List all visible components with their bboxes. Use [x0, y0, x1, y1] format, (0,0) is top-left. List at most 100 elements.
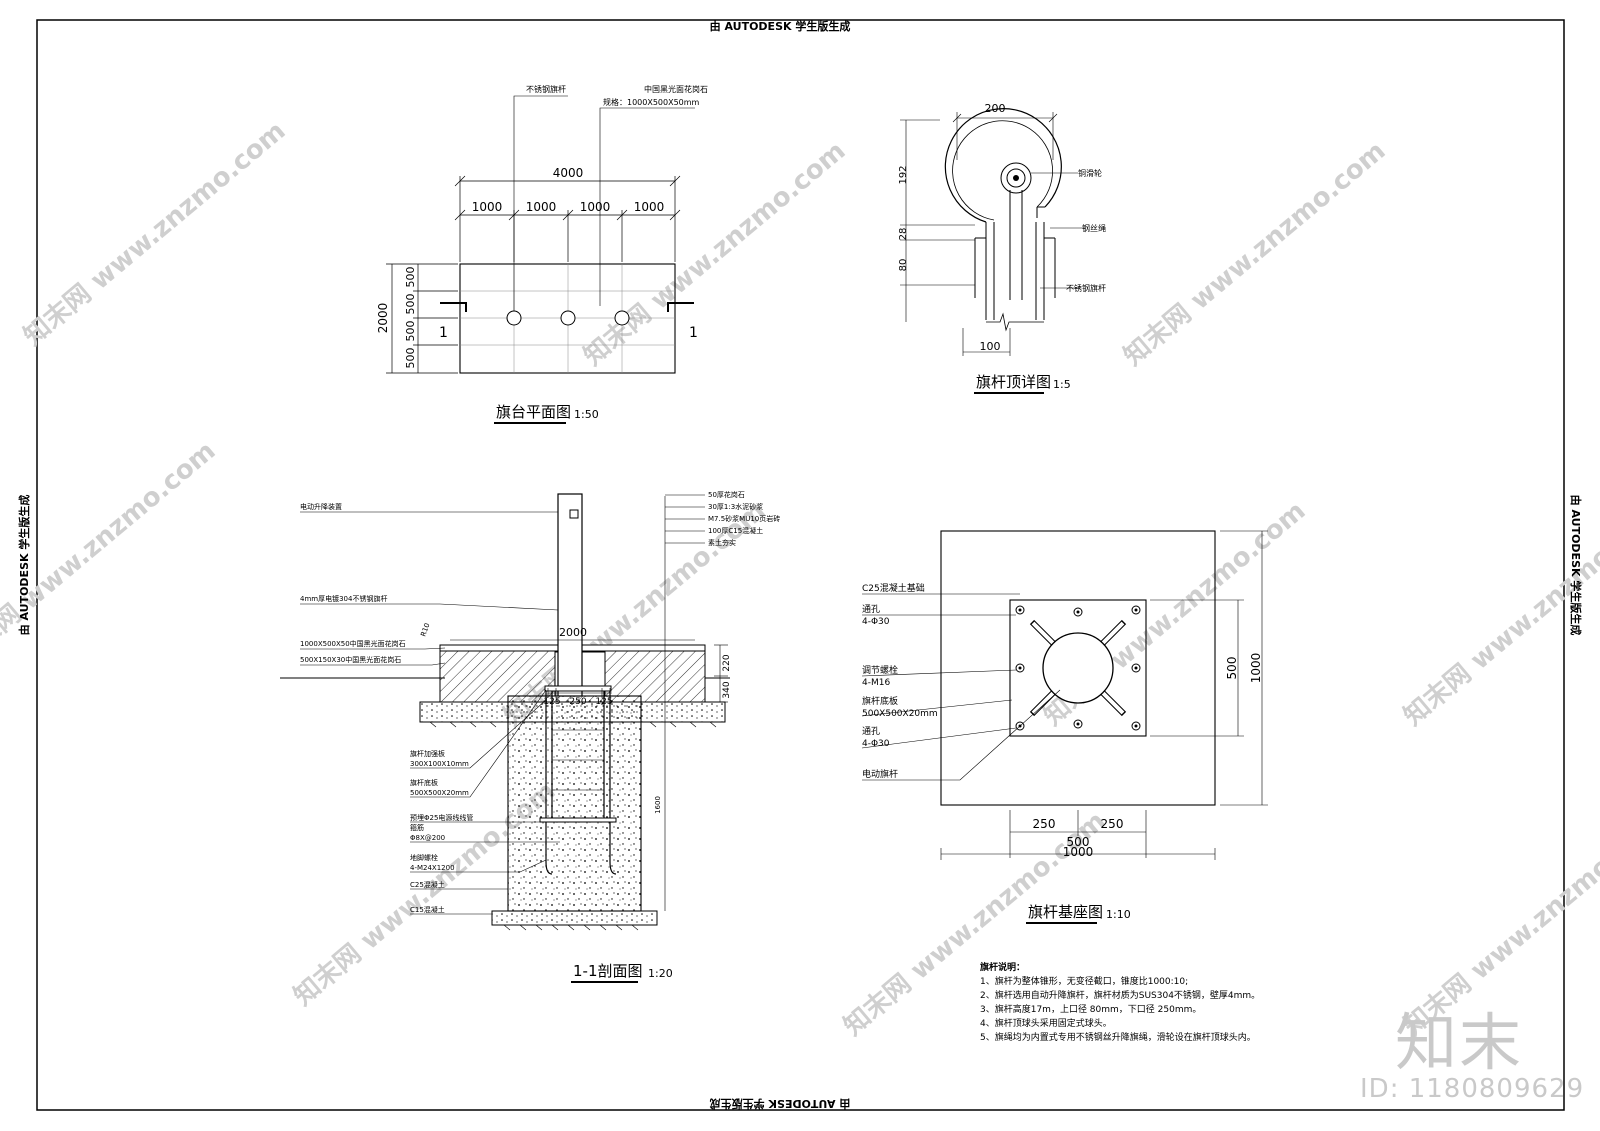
base-label-plate: 旗杆底板 [862, 695, 898, 707]
top-scale: 1:5 [1053, 378, 1071, 391]
note-item-2: 2、旗杆选用自动升降旗杆，旗杆材质为SUS304不锈钢，壁厚4mm。 [980, 989, 1260, 1001]
base-dim-500-h: 500 [1067, 835, 1090, 849]
label-steel-pole: 不锈钢旗杆 [1066, 283, 1106, 293]
dim-1600: 1600 [654, 796, 662, 814]
label-pole: 4mm厚电镀304不锈钢旗杆 [300, 594, 387, 603]
dim-340: 340 [722, 681, 732, 698]
pole-hole-3 [614, 310, 630, 326]
label-stone-1: 1000X500X50中国黑光面花岗石 [300, 639, 406, 648]
label-c25: C25混凝土 [410, 880, 445, 889]
label-bolt-spec: 4-M24X1200 [410, 864, 455, 872]
dim-seg-3: 1000 [580, 200, 611, 214]
label-bolt: 地脚螺栓 [410, 853, 438, 862]
layer-2: 30厚1:3水泥砂浆 [708, 502, 763, 511]
label-c15: C15混凝土 [410, 905, 445, 914]
stamp-left: 由 AUTODESK 学生版生成 [17, 495, 31, 636]
pole-hole-2 [560, 310, 576, 326]
dim-seg-1: 1000 [472, 200, 503, 214]
dim-left-total: 2000 [376, 303, 390, 334]
dim-seg-2: 1000 [526, 200, 557, 214]
dim-220: 220 [722, 654, 732, 671]
note-stone-1: 中国黑光面花岗石 [644, 84, 708, 94]
watermark-id: ID: 1180809629 [1360, 1074, 1585, 1104]
top-dim-192: 192 [898, 165, 909, 184]
label-device: 电动升降装置 [300, 502, 342, 511]
base-label-hole-2: 通孔 [862, 726, 880, 737]
layer-1: 50厚花岗石 [708, 490, 745, 499]
pole-circle [1042, 632, 1114, 704]
base-dim-1000-h: 1000 [1063, 845, 1094, 859]
label-r10: R10 [419, 622, 431, 638]
note-stone-2: 规格：1000X500X50mm [603, 97, 700, 107]
pole-notes: 旗杆说明： 1、旗杆为整体锥形，无变径截口，锥度比1000:10; 2、旗杆选用… [980, 961, 1260, 1043]
base-dim-1000-v: 1000 [1249, 653, 1263, 684]
label-plate: 旗杆底板 [410, 778, 438, 787]
dim-left-seg-3: 500 [404, 321, 417, 342]
note-item-5: 5、旗绳均为内置式专用不锈钢丝升降旗绳，滑轮设在旗杆顶球头内。 [980, 1031, 1256, 1043]
pole-hole-1 [506, 310, 522, 326]
base-label-hole-2-spec: 4-Φ30 [862, 739, 890, 749]
stamp-top: 由 AUTODESK 学生版生成 [710, 19, 851, 33]
concrete-foundation [507, 695, 642, 912]
watermark-layer: 知末网 www.znzmo.com 知末网 www.znzmo.com 知末网 ww… [0, 116, 1600, 1042]
c25-foundation [940, 530, 1216, 806]
flag-platform-plan: 1 1 4000 1000 1000 1000 1000 2000 500 50… [376, 84, 708, 424]
stamp-right: 由 AUTODESK 学生版生成 [1569, 495, 1583, 636]
note-item-4: 4、旗杆顶球头采用固定式球头。 [980, 1017, 1112, 1029]
base-label-plate-spec: 500X500X20mm [862, 709, 938, 719]
base-label-hole-1: 通孔 [862, 604, 880, 615]
sheet-border [36, 19, 1565, 1111]
dim-left-seg-4: 500 [404, 348, 417, 369]
dim-seg-4: 1000 [634, 200, 665, 214]
notes-heading: 旗杆说明： [980, 961, 1025, 973]
pole-base-plan: C25混凝土基础 通孔 4-Φ30 调节螺栓 4-M16 旗杆底板 500X50… [861, 530, 1268, 924]
label-stirrup-spec: Φ8X@200 [410, 834, 445, 842]
dim-left-seg-2: 500 [404, 294, 417, 315]
plan-scale: 1:50 [574, 408, 599, 421]
note-item-1: 1、旗杆为整体锥形，无变径截口，锥度比1000:10; [980, 975, 1188, 987]
base-dim-250-a: 250 [1033, 817, 1056, 831]
section-mark-left: 1 [439, 325, 448, 341]
layer-5: 素土夯实 [708, 538, 736, 547]
base-label-c25: C25混凝土基础 [862, 582, 925, 594]
base-label-electric-pole: 电动旗杆 [862, 768, 898, 780]
dim-125-a: 125 [543, 697, 560, 707]
dim-250: 250 [569, 697, 586, 707]
dim-total: 4000 [553, 166, 584, 180]
section-title: 1-1剖面图 [573, 962, 643, 980]
base-dim-500-v: 500 [1225, 657, 1239, 680]
base-label-hole-1-spec: 4-Φ30 [862, 617, 890, 627]
watermark-text-2: 知末网 www.znzmo.com [578, 136, 851, 372]
section-mark-right: 1 [689, 325, 698, 341]
label-stirrup: 箍筋 [410, 823, 424, 832]
base-plate [1009, 599, 1147, 737]
watermark-text-3: 知末网 www.znzmo.com [1118, 136, 1391, 372]
platform-outline [459, 263, 676, 374]
label-pulley: 铜滑轮 [1078, 168, 1102, 178]
watermark-text-4: 知末网 www.znzmo.com [0, 436, 221, 672]
stamp-bottom: 由 AUTODESK 学生版生成 [710, 1097, 851, 1111]
watermark-logo: 知末 [1395, 1006, 1524, 1079]
flag-pole [557, 493, 583, 697]
label-stone-2: 500X150X30中国黑光面花岗石 [300, 655, 401, 664]
base-scale: 1:10 [1106, 908, 1131, 921]
dim-left-seg-1: 500 [404, 267, 417, 288]
label-conduit: 预埋Φ25电源线线管 [410, 813, 473, 822]
base-label-adjust: 调节螺栓 [862, 664, 898, 676]
base-title: 旗杆基座图 [1028, 903, 1103, 921]
label-rib: 旗杆加强板 [410, 749, 445, 758]
top-dim-200: 200 [985, 102, 1006, 115]
copper-pulley [1000, 162, 1032, 194]
top-title: 旗杆顶详图 [976, 373, 1051, 391]
dim-2000: 2000 [559, 626, 587, 639]
base-dim-250-b: 250 [1101, 817, 1124, 831]
plan-title: 旗台平面图 [496, 403, 571, 421]
note-item-3: 3、旗杆高度17m，上口径 80mm，下口径 250mm。 [980, 1003, 1201, 1015]
layer-3: M7.5砂浆MU10页岩砖 [708, 514, 780, 523]
section-scale: 1:20 [648, 967, 673, 980]
base-label-adjust-spec: 4-M16 [862, 678, 890, 688]
label-plate-size: 500X500X20mm [410, 789, 469, 797]
label-wire: 钢丝绳 [1082, 223, 1106, 233]
note-pole: 不锈钢旗杆 [526, 84, 566, 94]
